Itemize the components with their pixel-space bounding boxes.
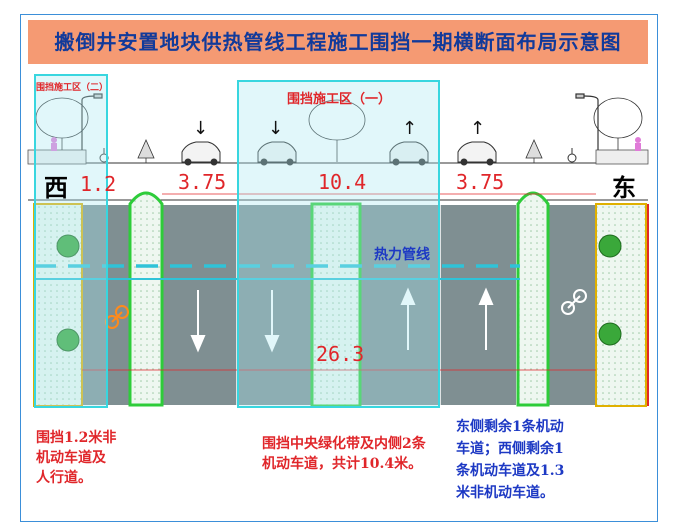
streetlight-west-icon (81, 93, 103, 150)
tree-west-icon (35, 97, 89, 150)
east-label: 东 (612, 173, 636, 202)
note-right-line: 米非机动车道。 (456, 485, 554, 501)
construction-zone-1 (237, 80, 440, 408)
note-left-line: 机动车道及 (36, 450, 106, 466)
note-right-line: 条机动车道及1.3 (456, 463, 565, 479)
lane-direction-1: ↓ (193, 118, 209, 139)
cyclist-icon (99, 148, 577, 163)
construction-zone-2 (34, 74, 108, 408)
dimension-center: 10.4 (318, 170, 367, 194)
bicycle-lane-icon (561, 289, 587, 315)
note-left-line: 围挡1.2米非 (36, 430, 117, 446)
note-center-line: 机动车道，共计10.4米。 (262, 456, 423, 472)
pedestrian-icon (51, 137, 641, 151)
dimension-total: 26.3 (316, 342, 365, 366)
lane-arrow-icon (190, 287, 494, 353)
east-sidewalk (595, 203, 647, 407)
note-center-line: 围挡中央绿化带及内侧2条 (262, 436, 426, 452)
small-tree-icon (137, 139, 543, 163)
dimension-west-lane: 3.75 (178, 170, 227, 194)
car-icon (181, 141, 497, 166)
zone-2-label: 围挡施工区（二） (36, 83, 109, 93)
heat-pipe-label: 热力管线 (374, 247, 430, 263)
note-left: 围挡1.2米非 机动车道及 人行道。 (36, 428, 116, 488)
note-center: 围挡中央绿化带及内侧2条 机动车道，共计10.4米。 (262, 434, 426, 474)
streetlight-east-icon (575, 93, 599, 150)
tree-east-icon (593, 97, 643, 150)
east-median-strip (516, 191, 550, 407)
page-title: 搬倒井安置地块供热管线工程施工围挡一期横断面布局示意图 (28, 20, 648, 64)
diagram-frame (20, 14, 658, 522)
tree-center-icon (308, 99, 366, 162)
lane-direction-4: ↑ (470, 118, 486, 139)
note-right-line: 东侧剩余1条机动 (456, 419, 564, 435)
note-right-line: 车道；西侧剩余1 (456, 441, 564, 457)
zone-1-label: 围挡施工区（一） (287, 92, 392, 107)
lane-direction-3: ↑ (402, 118, 418, 139)
shrub-icon (56, 234, 622, 352)
note-left-line: 人行道。 (36, 470, 92, 486)
lane-direction-2: ↓ (268, 118, 284, 139)
west-median-strip (128, 191, 164, 407)
west-label: 西 (44, 173, 68, 202)
dimension-east-lane: 3.75 (456, 170, 505, 194)
dimension-west-sidewalk: 1.2 (80, 172, 117, 196)
note-right: 东侧剩余1条机动 车道；西侧剩余1 条机动车道及1.3 米非机动车道。 (456, 416, 564, 504)
